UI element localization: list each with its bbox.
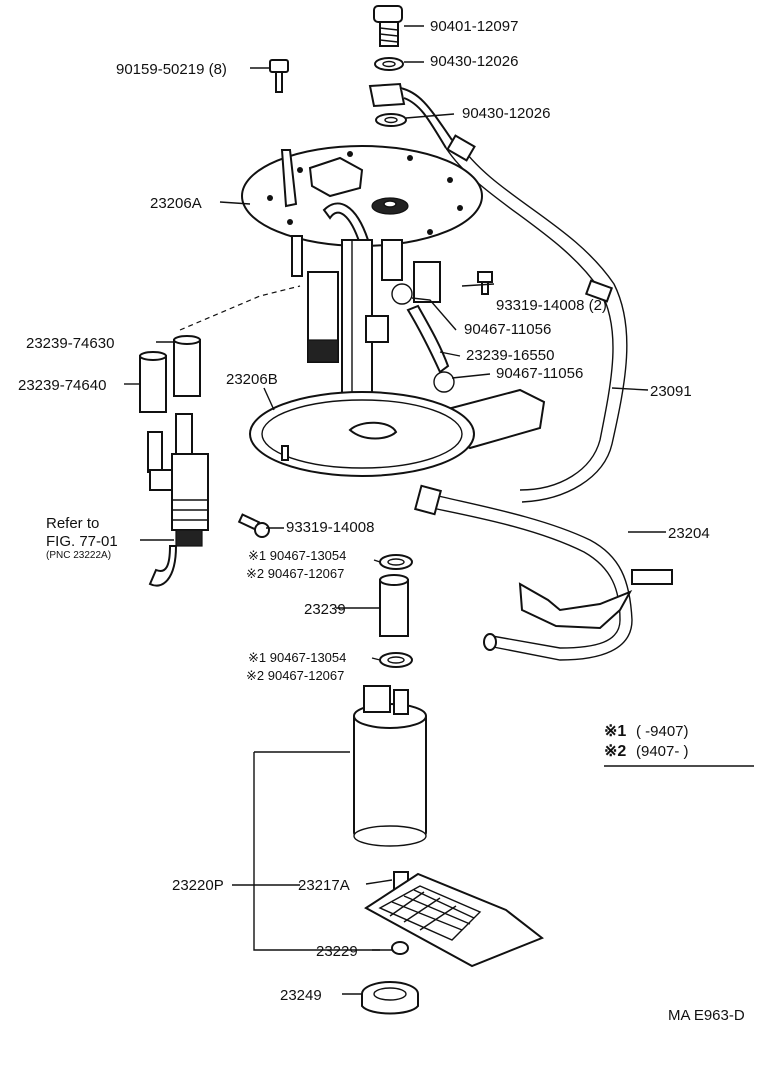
- label-23239-16550: 23239-16550: [466, 347, 554, 364]
- screw-93319-14008-2: [477, 271, 493, 295]
- hose-23239: [379, 574, 409, 637]
- figure-code: MA E963-D: [668, 1007, 745, 1024]
- hose-23239-74640: [139, 351, 167, 413]
- label-90467-12067-upper: ※2 90467-12067: [246, 566, 344, 581]
- label-90467-11056-lower: 90467-11056: [496, 365, 583, 382]
- label-23204: 23204: [668, 525, 710, 542]
- union-fitting: [368, 82, 453, 149]
- label-23239: 23239: [304, 601, 346, 618]
- label-90467-13054-upper: ※1 90467-13054: [248, 548, 346, 563]
- fuel-filter-23217A: [364, 871, 544, 968]
- label-90159-50219: 90159-50219 (8): [116, 61, 227, 78]
- label-93319-14008: 93319-14008: [286, 519, 374, 536]
- base-plate-23206B: [249, 391, 475, 477]
- label-23229: 23229: [316, 943, 358, 960]
- label-23220P: 23220P: [172, 877, 224, 894]
- fuel-sender-fitting: [147, 413, 209, 587]
- label-90467-13054-lower: ※1 90467-13054: [248, 650, 346, 665]
- clip-23249: [361, 981, 419, 1015]
- label-90401-12097: 90401-12097: [430, 18, 518, 35]
- refer-text-line2: FIG. 77-01: [46, 533, 118, 550]
- label-23239-74640: 23239-74640: [18, 377, 106, 394]
- label-90467-12067-lower: ※2 90467-12067: [246, 668, 344, 683]
- legend-range-2: (9407- ): [636, 743, 689, 760]
- refer-text-line1: Refer to: [46, 515, 99, 532]
- label-23206A: 23206A: [150, 195, 202, 212]
- cushion-23229: [391, 941, 409, 955]
- screw-90159: [269, 59, 289, 93]
- legend-mark-1: ※1: [604, 723, 626, 740]
- legend-range-1: ( -9407): [636, 723, 689, 740]
- union-bolt: [373, 5, 403, 47]
- refer-text-line3: (PNC 23222A): [46, 550, 111, 561]
- clamp-upper: [379, 554, 413, 570]
- label-90430-12026-upper: 90430-12026: [430, 53, 518, 70]
- label-23091: 23091: [650, 383, 692, 400]
- hose-23239-74630: [173, 335, 201, 397]
- fuel-hose-23091: [445, 134, 628, 503]
- pump-bracket-23206A: [241, 145, 546, 450]
- label-23217A: 23217A: [298, 877, 350, 894]
- label-90430-12026-lower: 90430-12026: [462, 105, 550, 122]
- bracket-clip: [518, 569, 673, 630]
- label-90467-11056-upper: 90467-11056: [464, 321, 551, 338]
- label-23249: 23249: [280, 987, 322, 1004]
- screw-93319-14008: [237, 513, 270, 538]
- label-23239-74630: 23239-74630: [26, 335, 114, 352]
- legend-mark-2: ※2: [604, 743, 626, 760]
- fuel-pump-23220P: [353, 685, 427, 847]
- fuel-line-23204: [414, 484, 633, 661]
- clamp-lower: [379, 652, 413, 668]
- label-93319-14008-2: 93319-14008 (2): [496, 297, 607, 314]
- legend: ※1 ( -9407) ※2 (9407- ): [604, 723, 754, 767]
- label-23206B: 23206B: [226, 371, 278, 388]
